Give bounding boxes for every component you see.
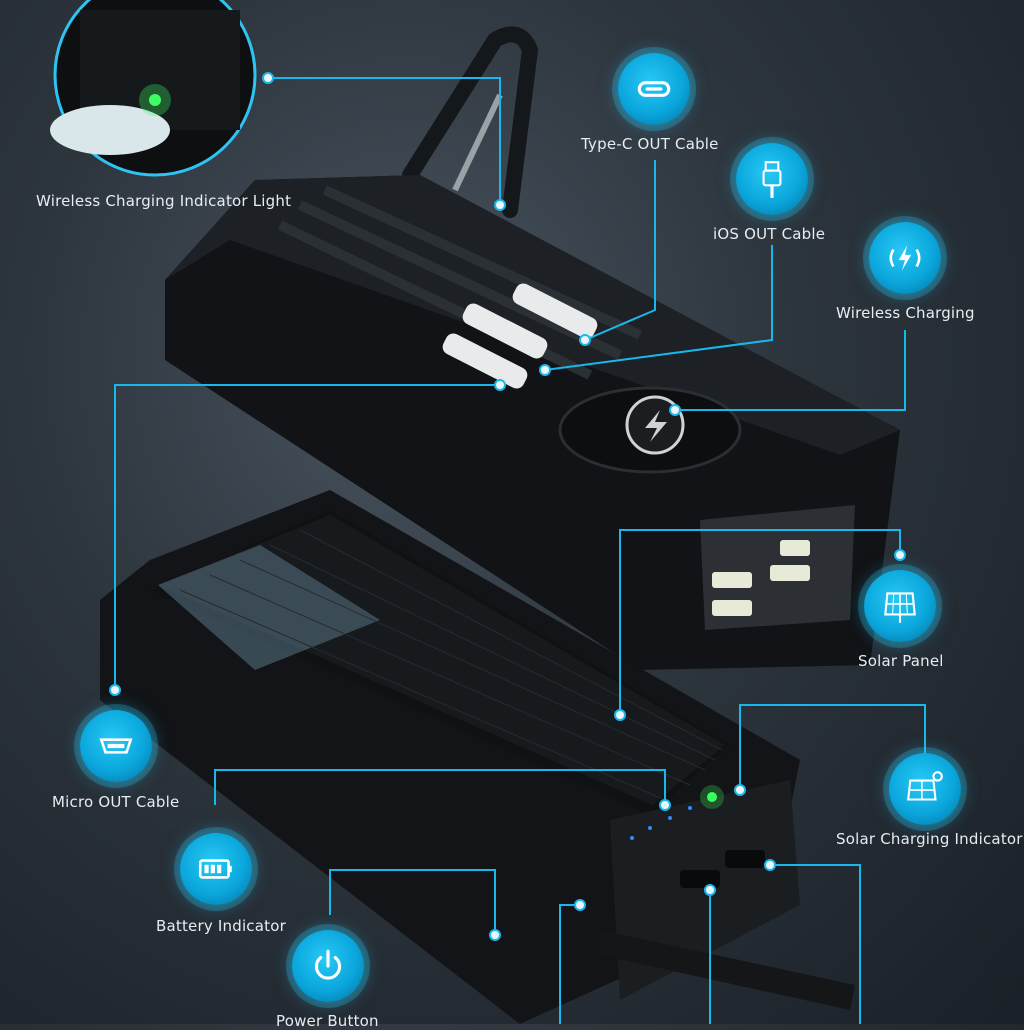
micro-cable-label: Micro OUT Cable: [52, 793, 180, 811]
power-button-label: Power Button: [276, 1012, 379, 1030]
type-c-cable-label: Type-C OUT Cable: [581, 135, 719, 153]
micro-usb-icon: [80, 710, 152, 782]
wireless-charging-icon: [869, 222, 941, 294]
lightning-icon: [736, 143, 808, 215]
battery-indicator-label: Battery Indicator: [156, 917, 286, 935]
solar-charging-indicator-label: Solar Charging Indicator: [836, 830, 1023, 848]
battery-icon: [180, 833, 252, 905]
solar-indicator-icon: [889, 753, 961, 825]
usb-c-icon: [618, 53, 690, 125]
solar-panel-label: Solar Panel: [858, 652, 944, 670]
solar-panel-icon: [864, 570, 936, 642]
wireless-indicator-label: Wireless Charging Indicator Light: [36, 192, 292, 210]
wireless-charging-label: Wireless Charging: [836, 304, 975, 322]
power-icon: [292, 930, 364, 1002]
ios-cable-label: iOS OUT Cable: [713, 225, 826, 243]
